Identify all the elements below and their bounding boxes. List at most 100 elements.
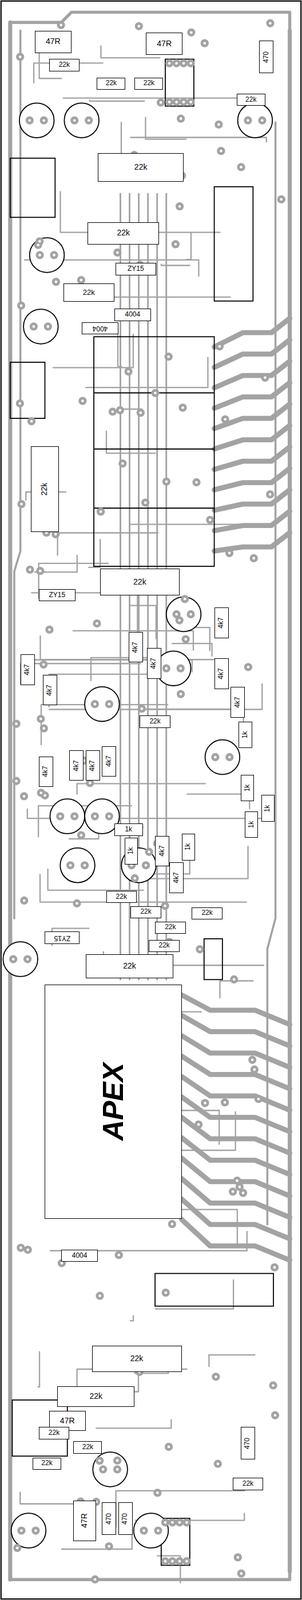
copper-trace (106, 290, 231, 298)
solder-pad (161, 1289, 170, 1298)
drill-hole (164, 1292, 168, 1296)
drill-hole (46, 325, 50, 329)
capacitor-outline (29, 237, 65, 273)
solder-pad (265, 19, 274, 28)
component-label: 1k (241, 732, 249, 740)
drill-hole (263, 376, 267, 380)
drill-hole (30, 420, 34, 424)
drill-hole (178, 205, 182, 209)
component-outline: ZY15 (38, 589, 76, 602)
component-label: 22k (116, 893, 127, 902)
copper-trace (10, 12, 290, 31)
solder-pad (165, 59, 174, 68)
solder-pad (214, 120, 223, 129)
component-label: 22k (245, 96, 257, 104)
drill-hole (38, 253, 42, 257)
copper-trace (161, 264, 190, 266)
solder-pad (153, 1489, 162, 1498)
copper-trace (181, 1036, 290, 1069)
drill-hole (20, 1530, 23, 1534)
copper-trace (214, 533, 290, 552)
drill-hole (178, 1522, 182, 1526)
component-outline: 470 (240, 1428, 256, 1461)
component-label: 22k (122, 962, 137, 972)
solder-pad (182, 1558, 191, 1567)
drill-hole (126, 370, 130, 374)
solder-pad (205, 516, 214, 525)
drill-hole (251, 1059, 254, 1063)
solder-pad (243, 116, 252, 125)
part-outlines (10, 59, 274, 1568)
part-outline (204, 939, 223, 981)
copper-trace (88, 539, 101, 568)
drill-hole (42, 727, 46, 731)
drill-hole (73, 118, 77, 122)
component-outline: 22k (57, 1387, 135, 1409)
solder-pad (52, 277, 61, 286)
transformer-windings (93, 393, 214, 510)
drill-hole (198, 948, 202, 952)
drill-hole (185, 1522, 189, 1526)
solder-pad (186, 610, 195, 619)
component-outline: ZY15 (115, 263, 157, 276)
component-label: 1k (127, 848, 135, 856)
drill-hole (108, 815, 111, 819)
component-outline: 47R (73, 1501, 96, 1543)
capacitor-outline (92, 1453, 128, 1489)
component-label: 4k7 (233, 697, 242, 709)
drill-hole (121, 462, 125, 466)
solder-pad (78, 396, 87, 405)
component-label: 4k7 (72, 760, 81, 772)
solder-pad (45, 626, 54, 635)
drill-hole (273, 1267, 277, 1271)
solder-pad (113, 248, 122, 257)
copper-trace (10, 1572, 290, 1581)
solder-pad (186, 97, 195, 106)
component-label: 4k7 (105, 756, 113, 768)
component-outline: 1k (238, 722, 252, 749)
drill-hole (12, 958, 15, 962)
drill-hole (39, 792, 43, 796)
drill-hole (213, 756, 217, 760)
component-label: 1k (124, 826, 133, 834)
component-outline: 4004 (114, 308, 151, 321)
drill-hole (203, 41, 206, 45)
solder-pad (221, 415, 230, 424)
drill-hole (107, 1546, 111, 1550)
drill-hole (241, 1192, 245, 1196)
solder-pad (268, 1382, 277, 1391)
component-label: 47R (45, 37, 61, 46)
component-outline: 22k (73, 1442, 102, 1455)
drill-hole (167, 355, 170, 359)
component-outline: 4k7 (20, 654, 35, 686)
drill-hole (165, 480, 169, 484)
drill-hole (140, 708, 144, 711)
solder-pad (175, 202, 184, 211)
capacitor-outline (84, 687, 120, 723)
solder-pad (66, 861, 75, 870)
capacitor-outline (2, 942, 38, 978)
drill-hole (214, 1376, 218, 1380)
solder-pad (92, 620, 101, 629)
drill-hole (116, 1469, 119, 1473)
component-label: 1k (184, 844, 193, 852)
solder-pad (29, 322, 38, 331)
component-label: 22k (58, 61, 70, 70)
drill-hole (73, 815, 77, 819)
solder-pad (17, 500, 26, 509)
component-label: 22k (40, 483, 50, 497)
solder-pad (254, 1095, 263, 1104)
component-outline: ZY15 (44, 932, 80, 945)
solder-pad (116, 406, 125, 415)
solder-pad (141, 499, 150, 508)
drill-hole (138, 411, 142, 415)
drill-hole (231, 1191, 235, 1195)
solder-pad (23, 955, 32, 964)
copper-trace (181, 995, 290, 1026)
solder-pad (182, 1519, 191, 1528)
drill-hole (189, 613, 193, 617)
component-label: 47R (80, 1515, 89, 1531)
copper-trace (214, 340, 290, 368)
solder-pad (249, 554, 258, 563)
solder-pad (236, 163, 245, 172)
